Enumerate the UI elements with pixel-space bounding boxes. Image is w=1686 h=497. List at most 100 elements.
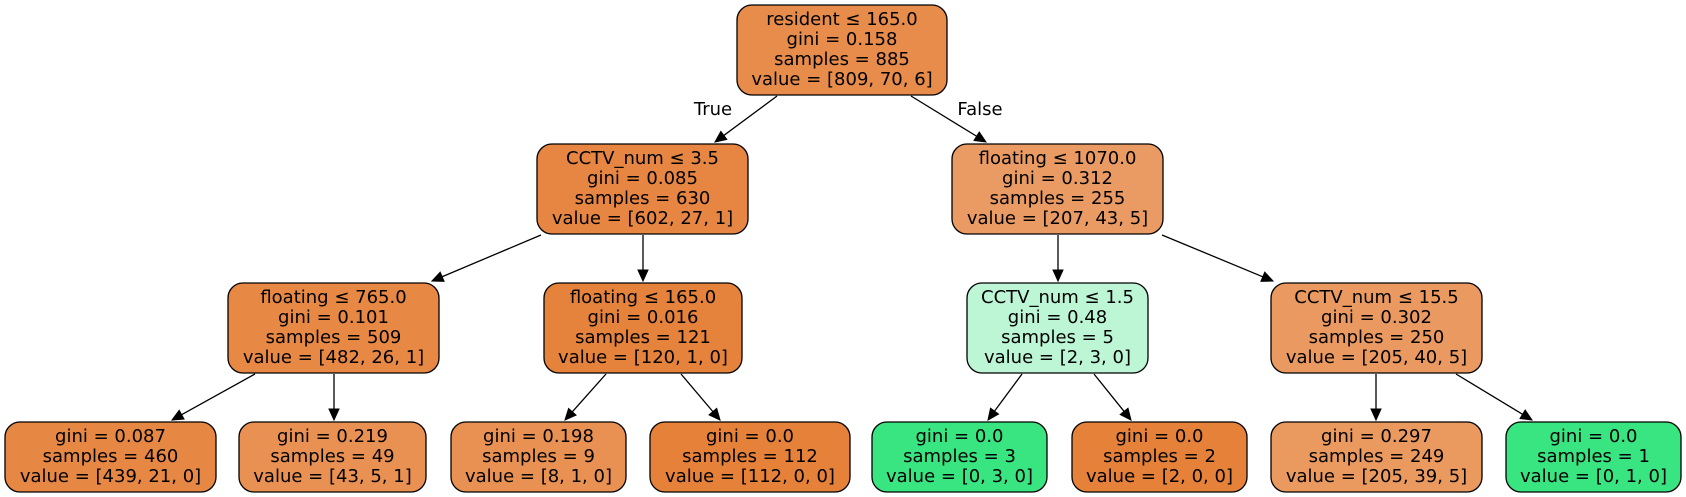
edge-n0-n1	[723, 95, 778, 136]
node-box	[1505, 421, 1682, 493]
edge-arrowhead-n9-n10	[987, 407, 1000, 421]
edge-n0-n8	[910, 95, 977, 137]
node-samples-text: samples = 112	[682, 446, 818, 467]
node-samples-text: samples = 2	[1103, 446, 1216, 467]
node-samples-text: samples = 255	[990, 188, 1126, 209]
node-gini-text: gini = 0.158	[787, 29, 898, 50]
node-value-text: value = [0, 1, 0]	[1520, 466, 1667, 487]
node-value-text: value = [112, 0, 0]	[665, 466, 835, 487]
node-gini-text: gini = 0.48	[1008, 307, 1107, 328]
node-box	[536, 143, 749, 235]
node-samples-text: samples = 5	[1001, 327, 1114, 348]
node-gini-text: gini = 0.302	[1321, 307, 1432, 328]
node-value-text: value = [2, 0, 0]	[1086, 466, 1233, 487]
node-gini-text: gini = 0.297	[1321, 426, 1432, 447]
node-samples-text: samples = 3	[903, 446, 1016, 467]
node-gini-text: gini = 0.016	[588, 307, 699, 328]
node-split-rule: resident ≤ 165.0	[766, 9, 917, 30]
node-samples-text: samples = 509	[266, 327, 402, 348]
edge-n5-n7	[680, 373, 714, 413]
edge-arrowhead-n2-n3	[170, 409, 185, 421]
node-samples-text: samples = 460	[43, 446, 179, 467]
node-gini-text: gini = 0.0	[706, 426, 794, 447]
node-split-rule: floating ≤ 1070.0	[979, 148, 1137, 169]
node-split-rule: CCTV_num ≤ 1.5	[981, 287, 1134, 308]
node-box	[450, 421, 627, 493]
node-split-rule: CCTV_num ≤ 3.5	[566, 148, 719, 169]
node-box	[543, 282, 743, 374]
node-box	[1270, 282, 1483, 374]
edge-label-true: True	[693, 99, 732, 120]
node-samples-text: samples = 250	[1309, 327, 1445, 348]
node-gini-text: gini = 0.0	[916, 426, 1004, 447]
node-samples-text: samples = 121	[575, 327, 711, 348]
node-box	[736, 4, 948, 96]
node-value-text: value = [602, 27, 1]	[552, 208, 733, 229]
edges-layer: True False	[170, 95, 1534, 422]
edge-n5-n6	[571, 373, 607, 413]
edge-arrowhead-n12-n13	[1370, 408, 1382, 422]
node-value-text: value = [439, 21, 0]	[20, 466, 201, 487]
edge-label-false: False	[957, 99, 1002, 120]
edge-n2-n3	[181, 373, 256, 416]
node-samples-text: samples = 9	[482, 446, 595, 467]
node-value-text: value = [120, 1, 0]	[558, 347, 728, 368]
edge-arrowhead-n8-n9	[1052, 269, 1064, 283]
edge-arrowhead-n5-n7	[708, 407, 721, 421]
node-gini-text: gini = 0.085	[587, 168, 698, 189]
node-value-text: value = [2, 3, 0]	[984, 347, 1131, 368]
node-box	[966, 282, 1149, 374]
node-split-rule: CCTV_num ≤ 15.5	[1294, 287, 1458, 308]
edge-arrowhead-n0-n8	[973, 131, 988, 143]
edge-n1-n2	[441, 234, 542, 278]
edge-arrowhead-n1-n2	[430, 271, 445, 282]
node-value-text: value = [482, 26, 1]	[243, 347, 424, 368]
node-box	[649, 421, 851, 493]
node-value-text: value = [205, 39, 5]	[1286, 466, 1467, 487]
edge-n9-n10	[994, 373, 1023, 412]
node-value-text: value = [0, 3, 0]	[886, 466, 1033, 487]
edge-arrowhead-n5-n6	[564, 407, 577, 421]
node-box	[4, 421, 217, 493]
node-box	[1270, 421, 1483, 493]
edge-arrowhead-n1-n5	[637, 269, 649, 283]
edge-arrowhead-n0-n1	[714, 130, 728, 143]
node-value-text: value = [207, 43, 5]	[967, 208, 1148, 229]
node-samples-text: samples = 249	[1309, 446, 1445, 467]
node-gini-text: gini = 0.0	[1116, 426, 1204, 447]
node-samples-text: samples = 630	[575, 188, 711, 209]
node-value-text: value = [8, 1, 0]	[465, 466, 612, 487]
node-samples-text: samples = 885	[774, 49, 910, 70]
node-samples-text: samples = 1	[1537, 446, 1650, 467]
node-split-rule: floating ≤ 765.0	[260, 287, 406, 308]
node-gini-text: gini = 0.312	[1002, 168, 1113, 189]
node-value-text: value = [43, 5, 1]	[253, 466, 411, 487]
node-box	[951, 143, 1164, 235]
edge-n8-n12	[1161, 234, 1264, 278]
node-box	[238, 421, 427, 493]
edge-n12-n14	[1455, 373, 1523, 415]
node-value-text: value = [809, 70, 6]	[751, 69, 932, 90]
node-gini-text: gini = 0.0	[1550, 426, 1638, 447]
node-gini-text: gini = 0.101	[278, 307, 389, 328]
node-gini-text: gini = 0.198	[483, 426, 594, 447]
node-split-rule: floating ≤ 165.0	[570, 287, 716, 308]
node-box	[1071, 421, 1248, 493]
node-gini-text: gini = 0.219	[277, 426, 388, 447]
